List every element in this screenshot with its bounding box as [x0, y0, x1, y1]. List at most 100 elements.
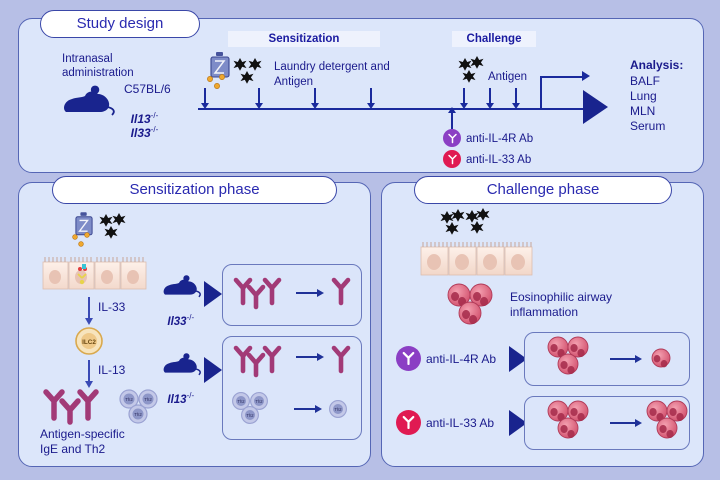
phase-tag-sensitization: Sensitization — [228, 31, 380, 47]
anti-il4r-eosinophils-before — [546, 336, 594, 380]
challenge-dose-arrow-2 — [486, 88, 494, 109]
svg-text:Th2: Th2 — [144, 397, 152, 402]
anti-il33-icon-study — [443, 150, 461, 168]
il33ko-ige-after — [330, 276, 352, 308]
analysis-item-3: Serum — [630, 119, 666, 133]
challenge-agent-label: Antigen — [488, 71, 528, 83]
anti-il33-eosinophils-after — [645, 400, 693, 444]
mouse-icon-il33ko — [160, 275, 204, 299]
il33ko-ige-before — [232, 276, 288, 310]
anti-il33-result-arrow — [610, 419, 642, 427]
challenge-outcome-line2: inflammation — [510, 305, 579, 319]
sensitization-dose-arrow-1 — [201, 88, 209, 109]
il33-label: IL-33 — [98, 300, 126, 314]
detergent-particles-icon-sensitization — [70, 232, 102, 252]
ige-antibody-group — [42, 388, 114, 425]
svg-text:Th2: Th2 — [334, 407, 342, 412]
svg-text:Th2: Th2 — [246, 413, 254, 418]
intranasal-label-line2: administration — [62, 67, 134, 79]
anti-il4r-label-study: anti-IL-4R Ab — [466, 133, 534, 145]
challenge-dose-arrow-3 — [512, 88, 520, 109]
analysis-arrow-triangle — [583, 90, 608, 124]
sensitization-outcome-line2: IgE and Th2 — [40, 442, 106, 456]
il33ko-result-box — [222, 264, 362, 326]
anti-il4r-icon-challenge — [396, 346, 421, 371]
sensitization-outcome-line1: Antigen-specific — [40, 427, 125, 441]
sensitization-dose-arrow-2 — [255, 88, 263, 109]
analysis-branch-vertical — [540, 76, 543, 110]
genotype-il13-sup: -/- — [150, 110, 159, 120]
il13ko-ige-after — [330, 344, 352, 376]
il13ko-result-triangle — [204, 357, 222, 383]
analysis-branch-arrowhead — [582, 71, 590, 81]
knockout-label-il33: Il33-/- — [161, 299, 194, 329]
challenge-phase-title: Challenge phase — [414, 176, 672, 204]
ilc2-cell-icon: ILC2 — [72, 326, 106, 356]
mouse-icon-il13ko — [160, 353, 204, 377]
il33ko-result-triangle — [204, 281, 222, 307]
analysis-item-2: MLN — [630, 104, 656, 118]
detergent-bottle-icon-sensitization — [75, 212, 93, 236]
il13ko-th2-after: Th2 — [328, 399, 350, 419]
svg-text:Th2: Th2 — [237, 399, 245, 404]
anti-il33-eosinophils-before — [546, 400, 594, 444]
knockout-il33-gene: Il33 — [167, 315, 187, 328]
genotype-il33-gene: Il33 — [130, 125, 151, 140]
il13ko-ige-before — [232, 344, 288, 378]
il13ko-th2-arrow — [294, 405, 322, 413]
anti-il33-label-study: anti-IL-33 Ab — [466, 154, 532, 166]
genotype-il13: Il13-/- — [124, 96, 159, 126]
knockout-il13-sup: -/- — [186, 391, 195, 401]
antigen-star-icon-challenge-phase — [440, 208, 497, 239]
antigen-star-icon-sensitization — [232, 56, 266, 84]
sensitization-dose-arrow-4 — [367, 88, 375, 109]
phase-tag-challenge: Challenge — [452, 31, 536, 47]
mouse-icon — [60, 85, 118, 118]
antigen-star-icon-sensitization-phase — [99, 212, 134, 240]
anti-il4r-result-triangle — [509, 346, 527, 372]
knockout-il13-gene: Il13 — [167, 393, 187, 406]
il13ko-ige-arrow — [296, 353, 324, 361]
svg-text:Th2: Th2 — [125, 397, 133, 402]
detergent-particles-icon — [206, 74, 240, 92]
svg-text:Th2: Th2 — [134, 412, 142, 417]
anti-il33-icon-challenge — [396, 410, 421, 435]
il33-arrow — [84, 297, 94, 325]
analysis-item-0: BALF — [630, 74, 661, 88]
anti-il4r-icon-study — [443, 129, 461, 147]
th2-cell-group-sensitization: Th2 Th2 Th2 — [118, 388, 162, 424]
sensitization-agent-line2: Antigen — [274, 76, 314, 88]
anti-il4r-result-arrow — [610, 355, 642, 363]
challenge-outcome-line1: Eosinophilic airway — [510, 290, 613, 304]
intranasal-label-line1: Intranasal — [62, 53, 113, 65]
sensitization-phase-title: Sensitization phase — [52, 176, 337, 204]
genotype-il33: Il33-/- — [124, 110, 159, 140]
challenge-dose-arrow-1 — [460, 88, 468, 109]
genotype-il33-sup: -/- — [150, 124, 159, 134]
il33ko-result-arrow — [296, 289, 324, 297]
antigen-star-icon-challenge — [458, 56, 488, 84]
analysis-branch-horizontal — [540, 76, 584, 79]
il13ko-th2-before: Th2 Th2 Th2 — [231, 391, 273, 427]
analysis-item-1: Lung — [630, 89, 657, 103]
il13-label: IL-13 — [98, 363, 126, 377]
anti-il33-result-triangle — [509, 410, 527, 436]
strain-label: C57BL/6 — [124, 82, 171, 96]
eosinophil-group-challenge — [446, 283, 500, 327]
anti-il4r-label-challenge: anti-IL-4R Ab — [426, 352, 497, 366]
ilc2-cell-text: ILC2 — [82, 339, 96, 346]
timeline-axis — [198, 108, 588, 111]
detergent-bottle-icon — [210, 52, 230, 78]
sensitization-dose-arrow-3 — [311, 88, 319, 109]
antibody-injection-arrow — [448, 107, 456, 129]
knockout-label-il13: Il13-/- — [161, 377, 194, 407]
anti-il4r-eosinophils-after — [650, 347, 674, 371]
genotype-il13-gene: Il13 — [130, 111, 151, 126]
airway-epithelium-challenge — [420, 240, 533, 276]
anti-il33-label-challenge: anti-IL-33 Ab — [426, 416, 495, 430]
svg-text:Th2: Th2 — [255, 399, 263, 404]
airway-epithelium-sensitization — [42, 256, 148, 290]
knockout-il33-sup: -/- — [186, 313, 195, 323]
analysis-header: Analysis: — [630, 58, 684, 72]
il13-arrow — [84, 360, 94, 388]
